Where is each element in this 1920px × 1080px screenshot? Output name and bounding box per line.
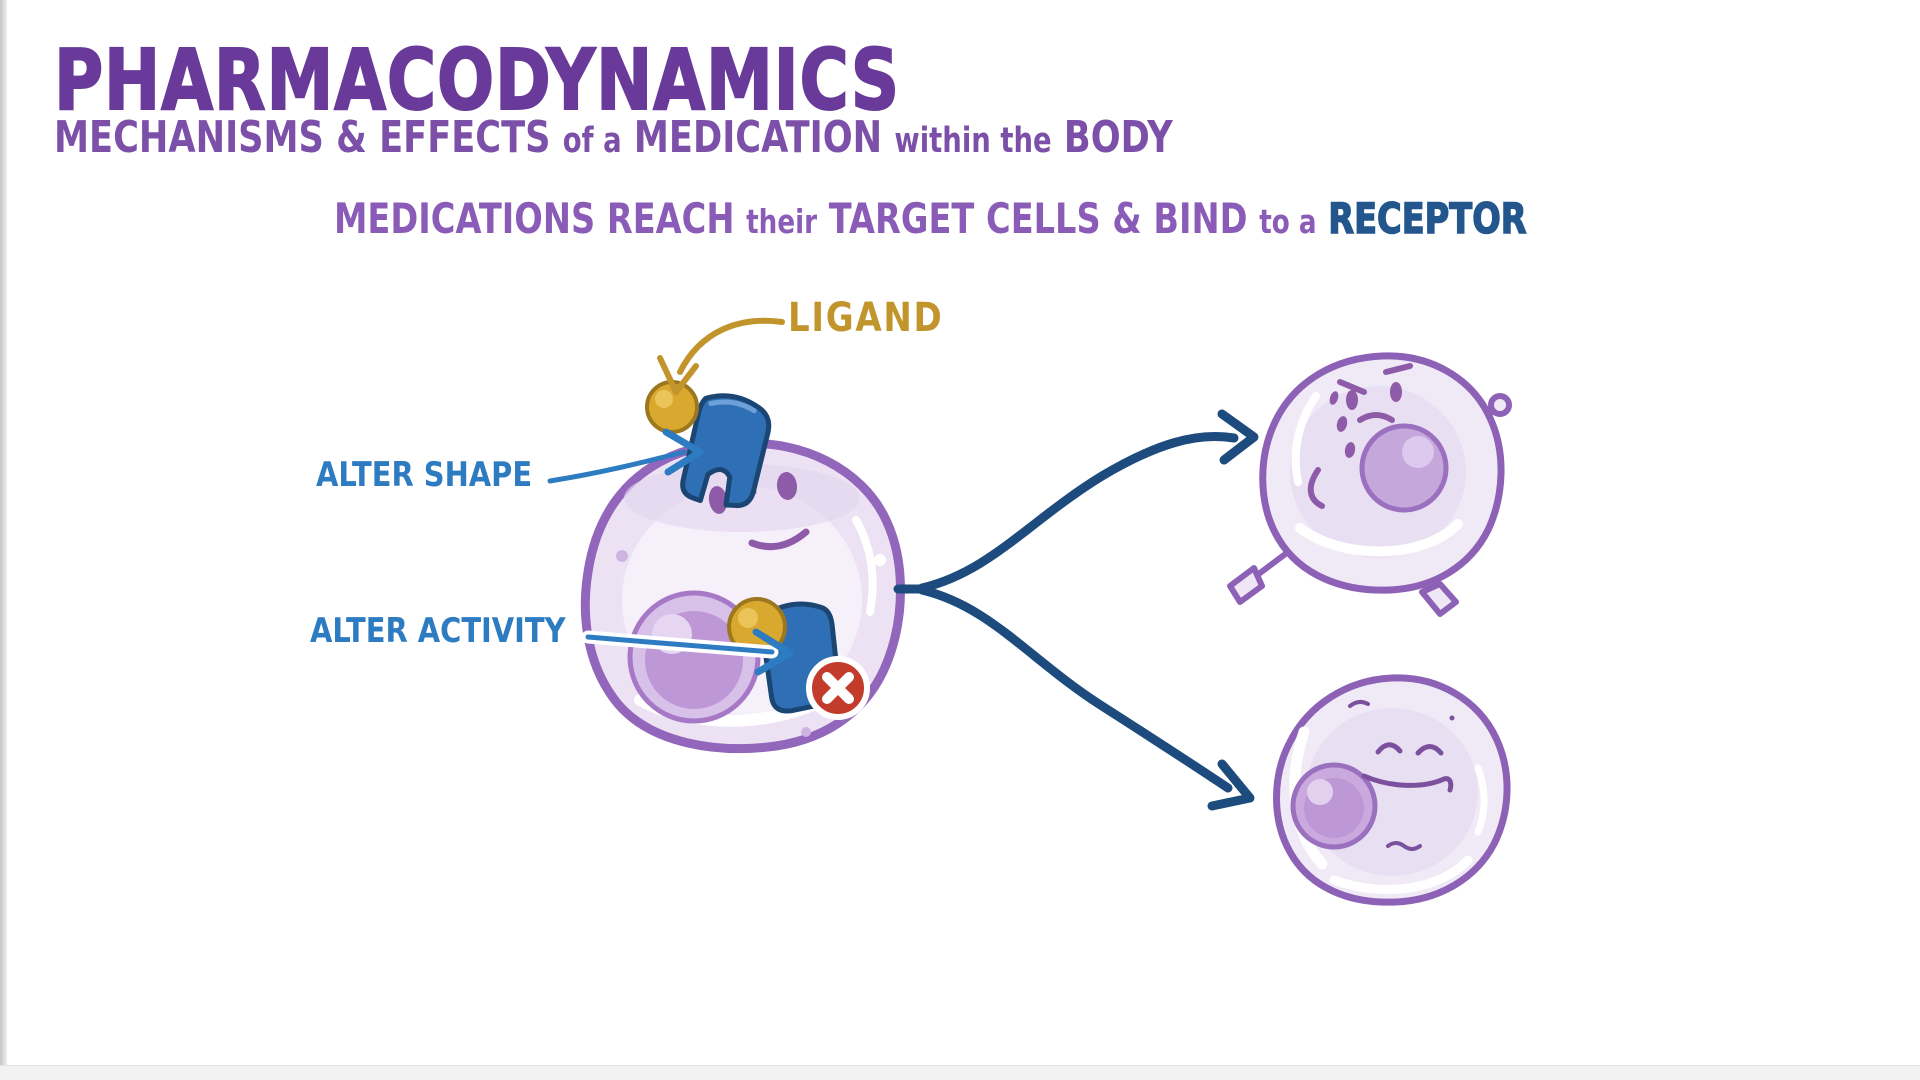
subtitle-caps-1: MECHANISMS & EFFECTS (54, 112, 551, 163)
ligand-pointer-arrow (657, 317, 785, 395)
branch-arrow-up-head (1217, 409, 1259, 465)
alter-shape-label: ALTER SHAPE (316, 455, 533, 495)
statement-caps-2: TARGET CELLS & BIND (828, 194, 1248, 243)
active-cell-highlight-2 (1291, 392, 1320, 486)
target-cell-face (708, 472, 810, 551)
speck (616, 550, 628, 562)
subtitle-caps-3: BODY (1063, 112, 1173, 163)
target-cell-highlight-2 (852, 516, 877, 616)
target-cell (580, 380, 905, 754)
speck (801, 727, 811, 737)
statement-lower-1: their (746, 203, 817, 241)
resting-cell-face (1348, 699, 1455, 851)
resting-cell-highlight-3 (1474, 764, 1488, 836)
subtitle-lower-1: of a (562, 121, 622, 161)
resting-cell (1273, 674, 1511, 906)
resting-cell-highlight-2 (1329, 855, 1473, 894)
active-cell (1227, 352, 1512, 617)
membrane-receptor (680, 393, 772, 509)
subtitle-lower-2: within the (894, 121, 1052, 161)
resting-cell-nucleus (1290, 762, 1378, 850)
speck (874, 554, 886, 566)
statement-receptor-word: RECEPTOR (1328, 194, 1528, 243)
subtitle: MECHANISMS & EFFECTS of a MEDICATION wit… (54, 116, 1173, 160)
branch-arrow-up (917, 432, 1239, 593)
active-cell-highlight (1295, 519, 1463, 557)
page-title: PHARMACODYNAMICS (53, 31, 901, 129)
statement-caps-1: MEDICATIONS REACH (334, 194, 735, 243)
alter-activity-label: ALTER ACTIVITY (310, 611, 566, 651)
statement-lower-2: to a (1259, 203, 1317, 241)
alter-activity-arrow (581, 628, 794, 676)
branch-arrow-down-head (1207, 759, 1255, 811)
bottom-progress-strip (0, 1065, 1920, 1080)
subtitle-caps-2: MEDICATION (633, 112, 883, 163)
blocked-icon (806, 656, 870, 720)
outcome-branch-arrows (893, 409, 1259, 811)
statement-line: MEDICATIONS REACH their TARGET CELLS & B… (334, 197, 1527, 241)
alter-shape-arrow (547, 428, 704, 484)
branch-arrow-down (917, 585, 1233, 793)
active-cell-face (1307, 363, 1413, 509)
ligand-label: LIGAND (788, 295, 944, 341)
left-edge-strip (0, 0, 7, 1080)
active-cell-nucleus (1359, 423, 1449, 513)
